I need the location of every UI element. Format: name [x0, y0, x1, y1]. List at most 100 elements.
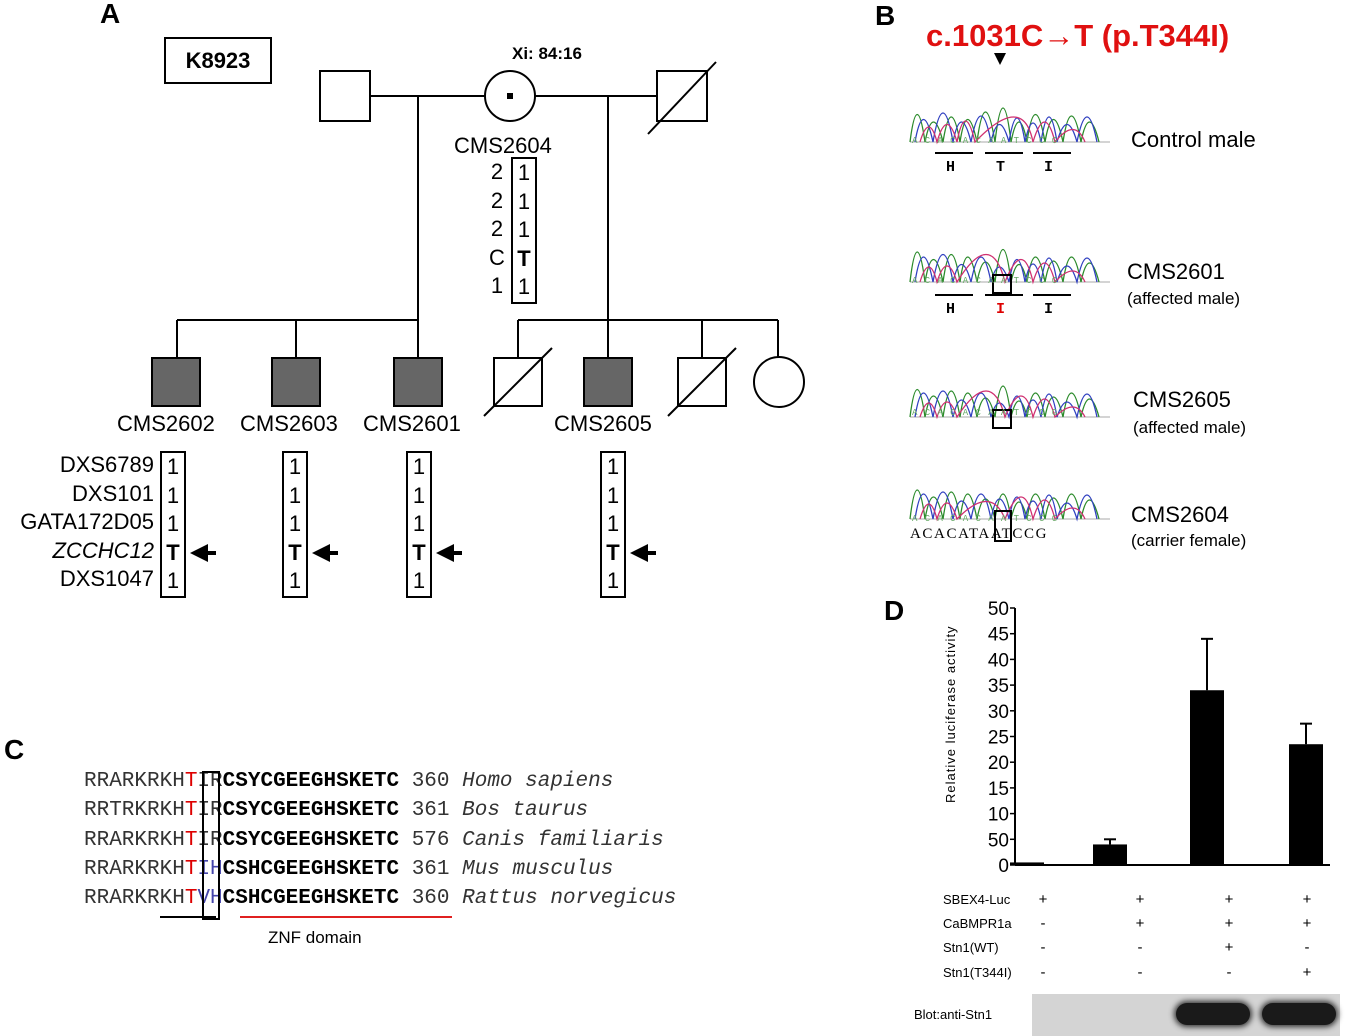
sequence-position: 360 [411, 887, 450, 910]
family-id-box: K8923 [164, 37, 272, 84]
y-tick-label: 50 [988, 600, 1009, 620]
marker-list: DXS6789 DXS101 GATA172D05 ZCCHC12 DXS104… [0, 451, 154, 594]
condition-cell: - [1040, 939, 1046, 956]
trace-note-cms2601: (affected male) [1127, 289, 1241, 308]
condition-cell: + [1038, 891, 1048, 908]
carrier-haplotype-box: 1 1 1 T 1 [511, 157, 537, 304]
conserved-threonine: T [184, 858, 198, 881]
y-tick-label: 45 [988, 625, 1009, 646]
condition-cell: - [1040, 964, 1046, 981]
chromatogram-cms2604 [909, 489, 1110, 542]
base-calls-cms2604: ACACATAATCCG [910, 526, 1049, 542]
marker-zcchc12: ZCCHC12 [52, 537, 154, 563]
y-tick-label: 10 [988, 805, 1009, 826]
y-tick-label: 40 [988, 650, 1009, 671]
trace-label-cms2601: CMS2601 [1127, 259, 1225, 284]
sequence-prefix: RRTRKRKH [84, 799, 185, 822]
sequence-znf: CSYCGEEGHSKETC [222, 770, 400, 793]
chromatogram-cms2601 [909, 248, 1110, 294]
individual-label-cms2605: CMS2605 [554, 411, 652, 436]
underline-black [160, 916, 216, 918]
condition-label: SBEX4-Luc [943, 892, 1011, 907]
panel-c-letter: C [4, 734, 25, 765]
y-tick-label: 15 [988, 779, 1009, 800]
affected-male-cms2601 [393, 357, 443, 407]
family-id: K8923 [185, 48, 251, 73]
base-calls-cms2605: ACACACAATCCG [912, 408, 1065, 418]
codon-i: I [1044, 159, 1054, 176]
panel-d-letter: D [884, 595, 905, 626]
condition-label: CaBMPR1a [943, 916, 1012, 931]
condition-cell: + [1302, 915, 1312, 932]
sequence-prefix: RRARKRKH [84, 770, 185, 793]
arrow-icon [190, 544, 208, 562]
conserved-residue-box [202, 771, 220, 920]
mutation-position-marker-icon [994, 53, 1006, 65]
individual-label-cms2603: CMS2603 [240, 411, 338, 436]
condition-label: Stn1(T344I) [943, 965, 1012, 980]
condition-cell: - [1137, 939, 1143, 956]
arrow-icon [630, 544, 648, 562]
bar [1093, 844, 1127, 865]
marker-gata172d05: GATA172D05 [20, 509, 154, 534]
blot-band-mut [1262, 1003, 1336, 1025]
codon-h-mut: H [946, 301, 956, 318]
marker-dxs1047: DXS1047 [59, 566, 154, 591]
y-tick-label: 0 [998, 856, 1009, 877]
base-calls-cms2601: ACACACAATCCG [912, 276, 1065, 286]
codon-t: T [996, 159, 1006, 176]
sequence-position: 360 [411, 770, 450, 793]
trace-note-cms2604: (carrier female) [1131, 531, 1247, 550]
condition-cell: + [1302, 964, 1312, 981]
sequence-position: 361 [411, 799, 450, 822]
pedigree-diagram [151, 61, 805, 417]
blot-band-wt [1176, 1003, 1250, 1025]
species-name: Rattus norvegicus [462, 887, 677, 910]
znf-domain-label: ZNF domain [268, 928, 362, 947]
carrier-haplotype-left: 2 2 2 C 1 [489, 159, 505, 298]
condition-cell: - [1040, 915, 1046, 932]
condition-cell: + [1224, 915, 1234, 932]
conserved-threonine: T [184, 829, 198, 852]
species-name: Canis familiaris [462, 829, 664, 852]
sequence-znf: CSYCGEEGHSKETC [222, 799, 400, 822]
y-tick-label: 50 [988, 830, 1009, 851]
base-calls-cms2604-small: ACACACAATCCG [912, 514, 1065, 524]
affected-male-cms2602 [151, 357, 201, 407]
bar [1289, 744, 1323, 865]
sequence-prefix: RRARKRKH [84, 887, 185, 910]
alignment-row: RRARKRKHTIRCSYCGEEGHSKETC 576 Canis fami… [84, 829, 664, 852]
base-calls-control: ACACACAATCCG [912, 136, 1065, 146]
condition-cell: + [1135, 915, 1145, 932]
individual-label-cms2601: CMS2601 [363, 411, 461, 436]
conserved-threonine: T [184, 799, 198, 822]
sequence-znf: CSHCGEEGHSKETC [222, 887, 400, 910]
arrow-icon [312, 544, 330, 562]
alignment-row: RRARKRKHTIRCSYCGEEGHSKETC 360 Homo sapie… [84, 770, 613, 793]
panel-a-letter: A [100, 0, 121, 29]
western-blot [1032, 994, 1340, 1036]
condition-cell: + [1224, 939, 1234, 956]
condition-cell: + [1224, 891, 1234, 908]
bar [1190, 690, 1224, 865]
condition-cell: + [1135, 891, 1145, 908]
marker-dxs101: DXS101 [72, 480, 154, 506]
codon-h: H [946, 159, 956, 176]
alignment-row: RRARKRKHTIHCSHCGEEGHSKETC 361 Mus muscul… [84, 858, 613, 881]
species-name: Mus musculus [462, 858, 614, 881]
unaffected-female [753, 356, 805, 408]
individual-label-cms2602: CMS2602 [117, 411, 215, 436]
condition-cell: - [1137, 964, 1143, 981]
species-name: Homo sapiens [462, 770, 614, 793]
chromatogram-cms2605 [909, 385, 1110, 429]
condition-label: Stn1(WT) [943, 940, 999, 955]
condition-cell: - [1226, 964, 1232, 981]
carrier-dot [507, 93, 513, 99]
conserved-threonine: T [184, 887, 198, 910]
sequence-prefix: RRARKRKH [84, 858, 185, 881]
bar [1010, 862, 1044, 865]
